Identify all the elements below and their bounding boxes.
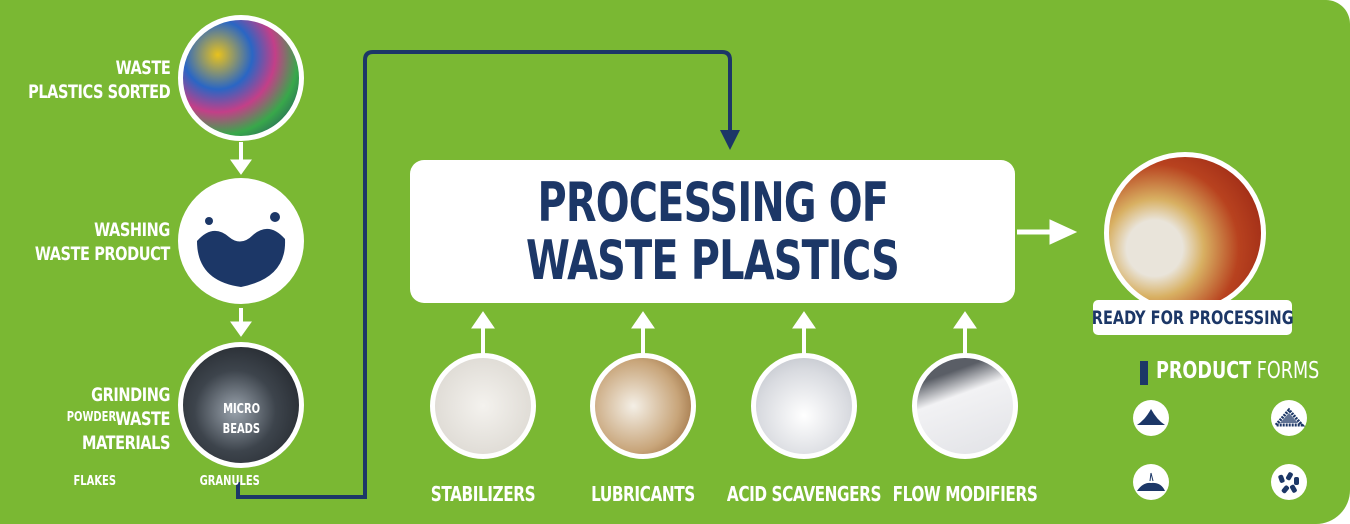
center-title-line2: WASTE PLASTICS xyxy=(525,228,900,292)
additive-label-acid-scavengers: ACID SCAVENGERS xyxy=(726,482,882,506)
sorted-plastics-photo xyxy=(178,15,304,141)
additive-label-lubricants: LUBRICANTS xyxy=(591,482,695,506)
flakes-icon xyxy=(1133,464,1169,500)
product-forms-title: PRODUCT FORMS xyxy=(1156,358,1320,384)
additive-label-flow-modifiers: FLOW MODIFIERS xyxy=(892,482,1038,506)
ready-for-processing-badge: READY FOR PROCESSING xyxy=(1092,300,1293,335)
additive-label-stabilizers: STABILIZERS xyxy=(430,482,536,506)
processing-box: PROCESSING OF WASTE PLASTICS xyxy=(410,160,1015,303)
lubricants-photo xyxy=(590,353,696,459)
forms-title-bar xyxy=(1140,361,1148,385)
form-label-powder: POWDER xyxy=(66,410,116,425)
grinder-photo xyxy=(178,342,304,468)
granules-icon xyxy=(1271,464,1307,500)
flow-modifiers-photo xyxy=(912,353,1018,459)
flow-arrowhead xyxy=(720,130,740,150)
form-label-flakes: FLAKES xyxy=(73,474,116,489)
ready-material-photo xyxy=(1104,152,1266,314)
center-title-line1: PROCESSING OF xyxy=(537,170,889,234)
flow-line xyxy=(236,50,732,499)
stabilizers-photo xyxy=(430,353,536,459)
micro-beads-icon xyxy=(1271,400,1307,436)
acid-scavengers-photo xyxy=(751,353,857,459)
water-splash-icon xyxy=(178,178,304,304)
powder-icon xyxy=(1133,400,1169,436)
form-label-granules: GRANULES xyxy=(199,474,260,489)
